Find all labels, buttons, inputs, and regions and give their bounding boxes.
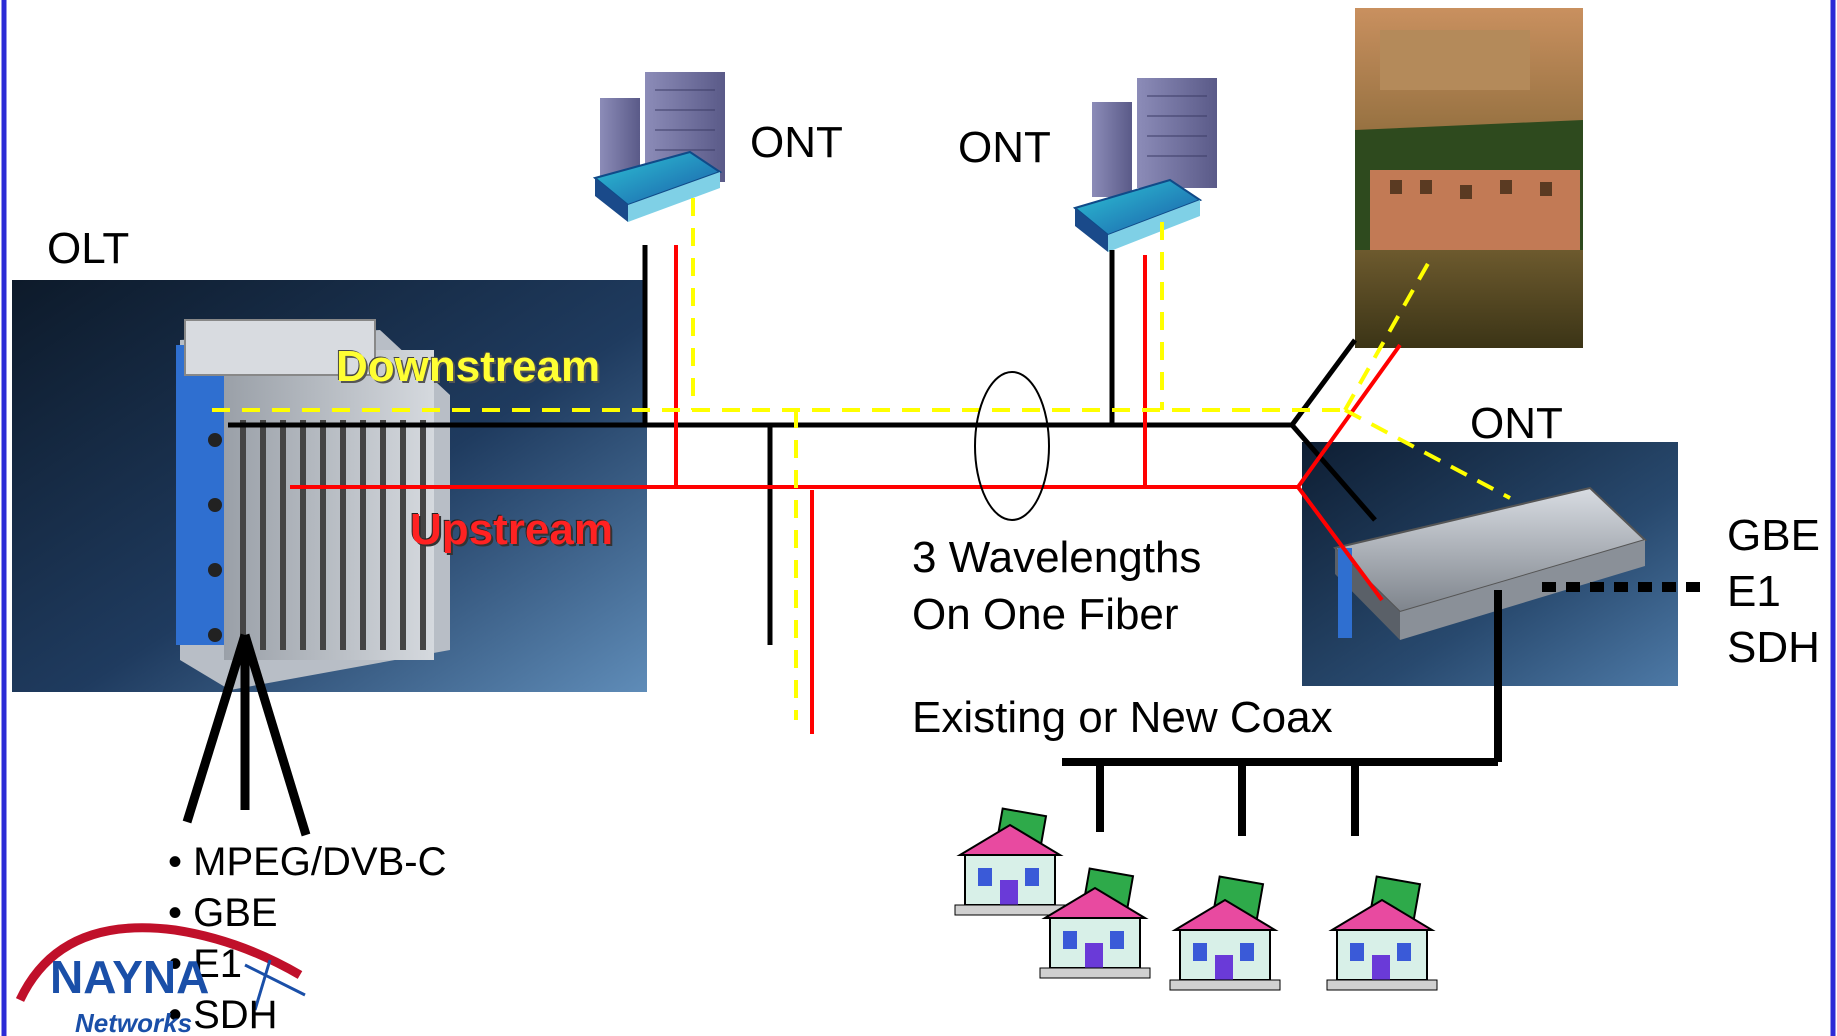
ont-left-label: ONT: [750, 118, 843, 167]
coax-label: Existing or New Coax: [912, 693, 1333, 742]
wavelength-ellipse: [974, 371, 1050, 521]
olt-service-item: • SDH: [168, 993, 278, 1036]
ont-right-label: ONT: [1470, 399, 1563, 448]
downstream-label: Downstream: [336, 342, 601, 391]
house-icon-3: [1169, 875, 1281, 991]
ont-service-item: SDH: [1727, 623, 1820, 672]
nayna-logo-mark: [15, 923, 306, 1011]
olt-service-item: • GBE: [168, 891, 278, 935]
ont-middle-label: ONT: [958, 123, 1051, 172]
coax-network: [1062, 590, 1502, 836]
olt-services-list: • MPEG/DVB-C • GBE • E1 • SDH: [168, 837, 446, 1036]
downstream-yellow-lines: [212, 198, 1511, 720]
town-photo: [1355, 8, 1583, 348]
house-icon-1: [954, 807, 1066, 916]
house-icon-2: [1039, 867, 1151, 979]
upstream-label: Upstream: [410, 505, 613, 554]
house-icon-4: [1326, 875, 1438, 991]
wavelengths-line2: On One Fiber: [912, 590, 1179, 639]
nayna-logo-name: NAYNA: [50, 951, 210, 1003]
ont-middle-icon: [1072, 78, 1217, 252]
ont-equipment-photo: [1302, 442, 1678, 686]
ont-left-icon: [592, 72, 725, 222]
ont-service-item: GBE: [1727, 511, 1820, 560]
nayna-logo-sub: Networks: [75, 1008, 193, 1036]
olt-service-item: • MPEG/DVB-C: [168, 840, 447, 884]
ont-services-list: GBE E1 SDH: [1727, 508, 1820, 676]
olt-service-cables: [182, 633, 311, 837]
olt-service-item: • E1: [168, 942, 243, 986]
olt-label: OLT: [47, 224, 130, 273]
ont-service-item: E1: [1727, 567, 1781, 616]
wavelengths-line1: 3 Wavelengths: [912, 533, 1202, 582]
